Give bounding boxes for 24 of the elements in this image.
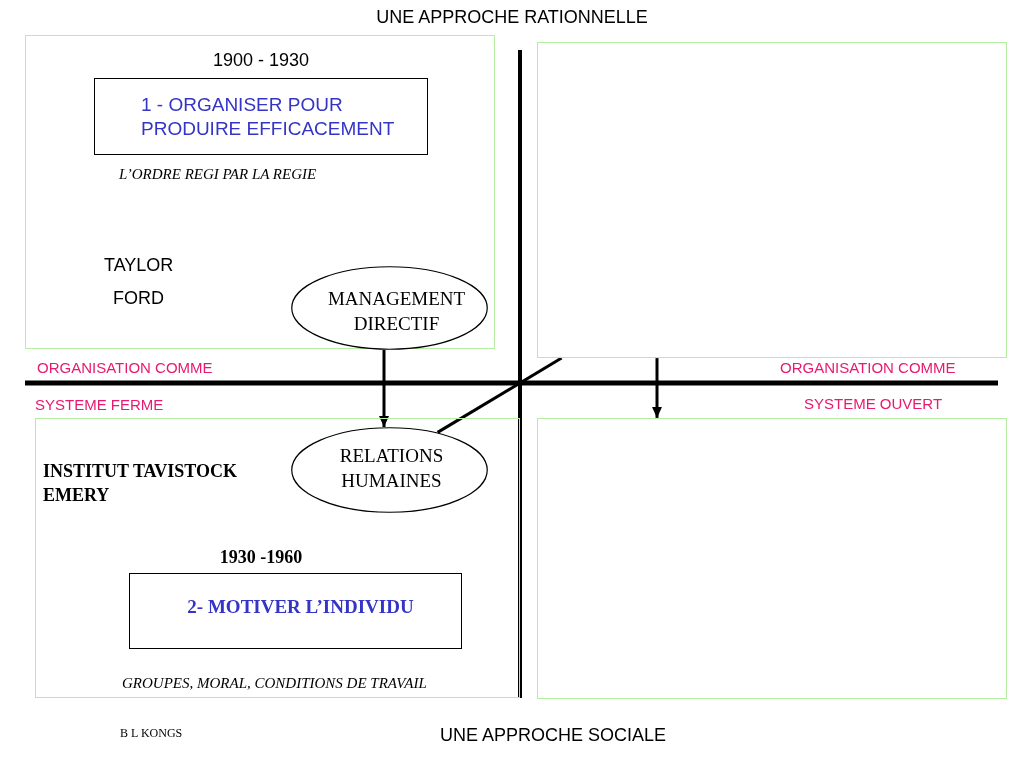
arrow [652, 358, 662, 418]
name-label: INSTITUT TAVISTOCK EMERY [43, 460, 238, 507]
caption-text: L’ORDRE REGI PAR LA REGIE [119, 165, 317, 184]
ellipse-node: RELATIONS HUMAINES [291, 427, 488, 513]
name-label: FORD [113, 288, 164, 308]
axis-label: SYSTEME OUVERT [804, 394, 943, 414]
period-heading: 1900 - 1930 [211, 49, 311, 72]
axis-label: UNE APPROCHE SOCIALE [439, 725, 667, 745]
process-box: 1 - ORGANISER POUR PRODUIRE EFFICACEMENT [94, 78, 428, 155]
quadrant-panel [537, 418, 1007, 699]
ellipse-node: MANAGEMENT DIRECTIF [291, 266, 488, 350]
quadrant-panel [537, 42, 1007, 358]
axis-label: ORGANISATION COMME [37, 358, 213, 378]
axis-label: ORGANISATION COMME [780, 358, 956, 378]
arrow [379, 350, 389, 427]
process-box: 2- MOTIVER L’INDIVIDU [129, 573, 462, 649]
quadrant-panel [25, 35, 495, 349]
author-credit: B L KONGS [120, 725, 183, 742]
axis-label: SYSTEME FERME [35, 395, 164, 415]
name-label: TAYLOR [104, 255, 174, 275]
axis-label: UNE APPROCHE RATIONNELLE [376, 7, 648, 27]
period-heading: 1930 -1960 [218, 546, 304, 569]
caption-text: GROUPES, MORAL, CONDITIONS DE TRAVAIL [122, 674, 427, 693]
quadrant-panel [35, 418, 520, 698]
